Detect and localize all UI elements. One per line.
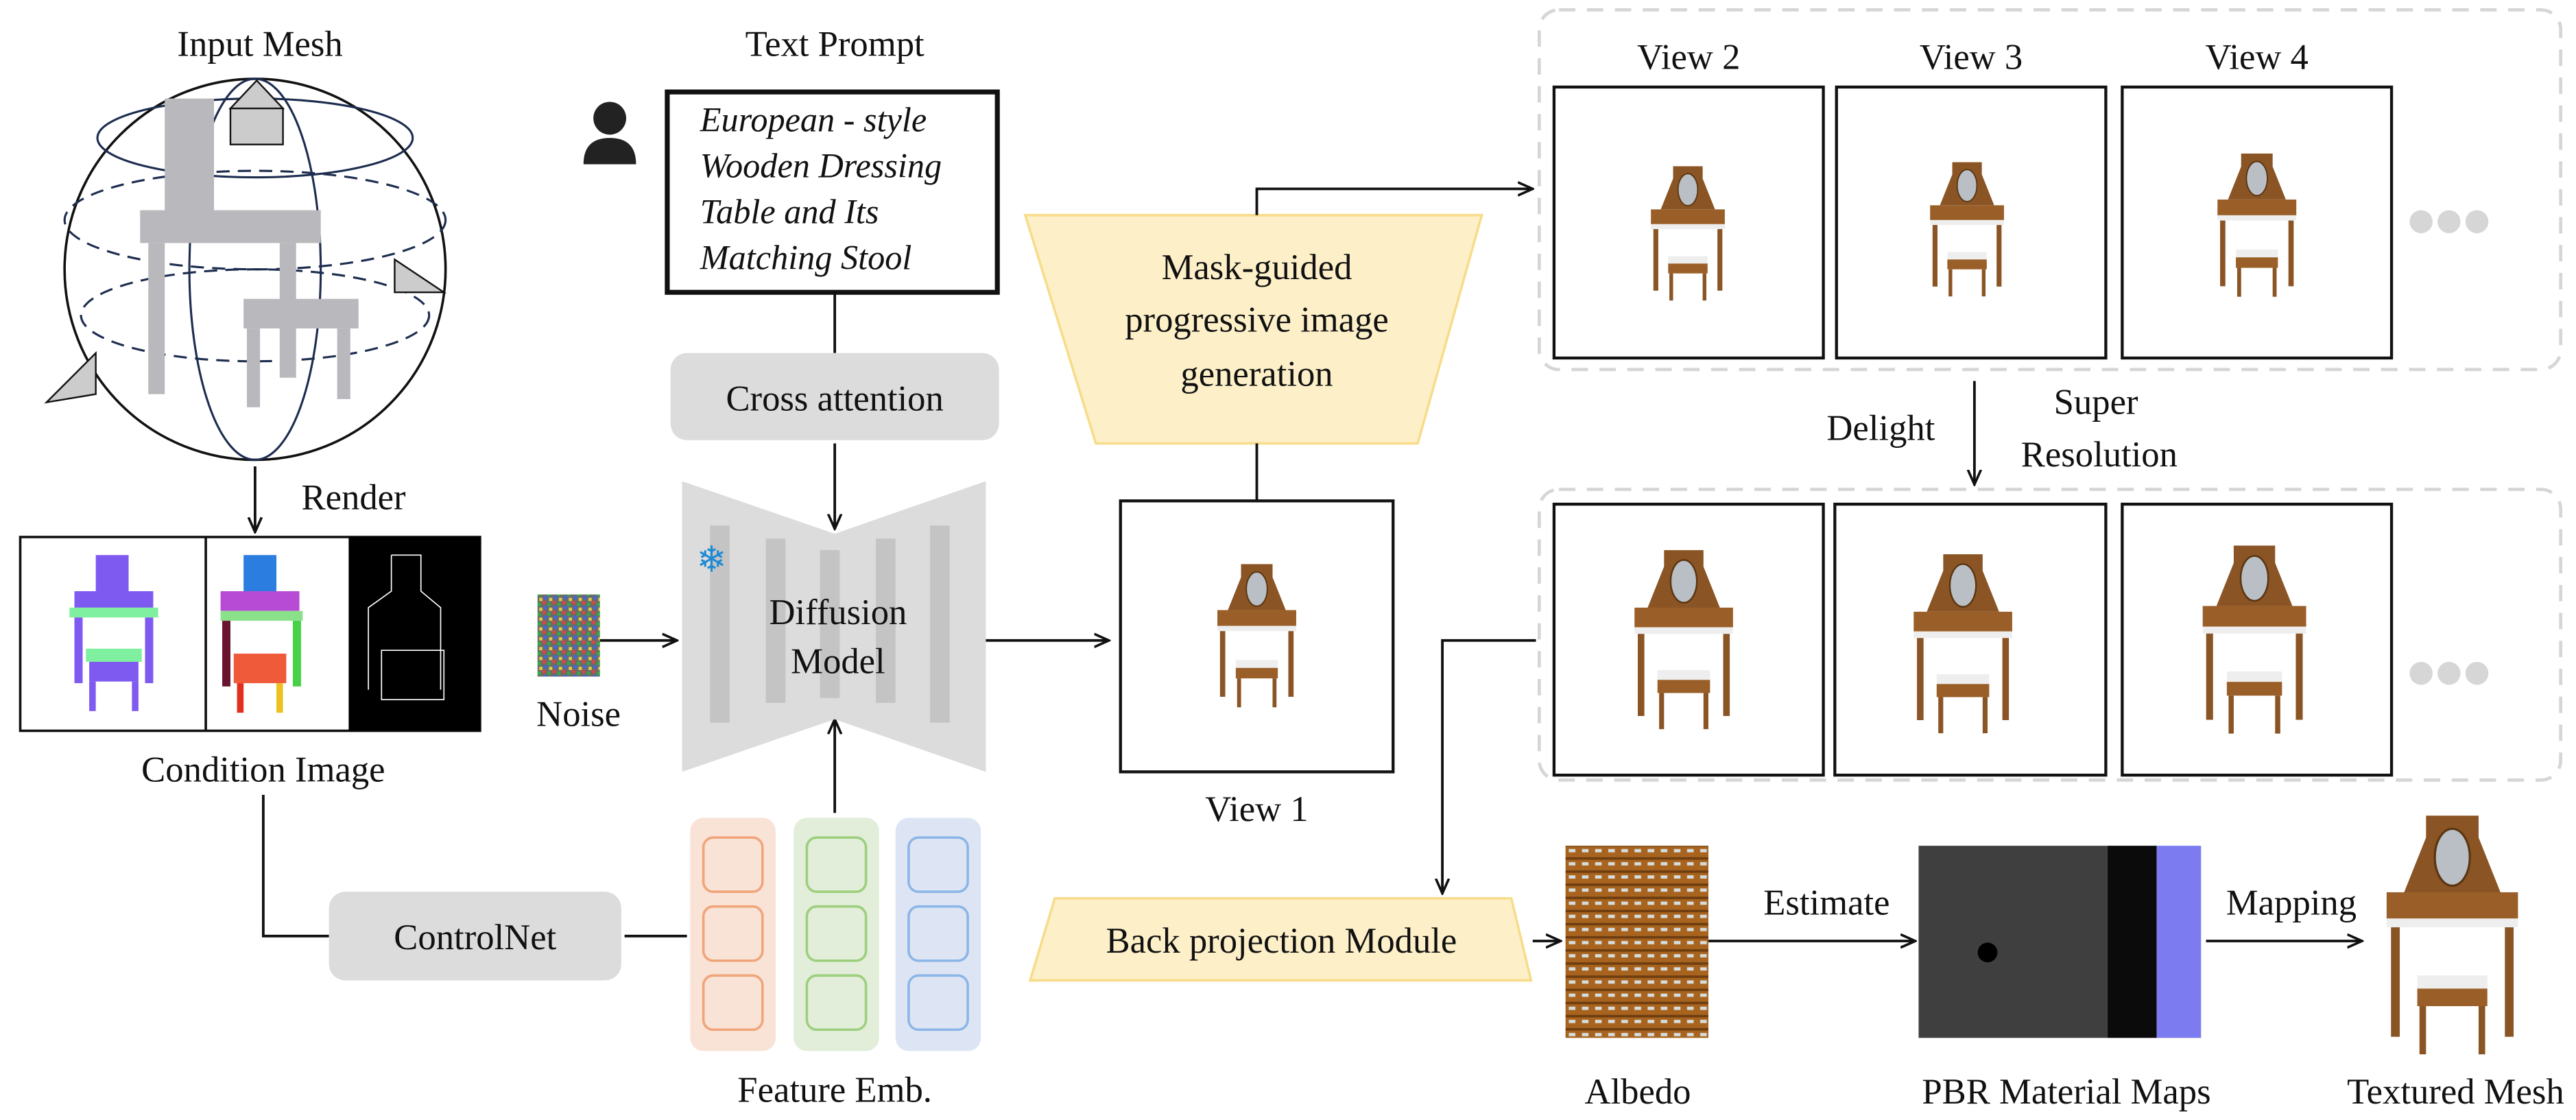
enhanced-view-4-image xyxy=(2121,502,2394,777)
view-1-label: View 1 xyxy=(1205,789,1308,829)
super-resolution-label-1: Super xyxy=(2054,382,2138,422)
condition-image-label: Condition Image xyxy=(141,750,385,790)
prompt-line-2: Wooden Dressing xyxy=(700,147,942,185)
delight-label: Delight xyxy=(1826,409,1935,449)
generated-views-group xyxy=(1537,8,2563,372)
more-enhanced-views-ellipsis xyxy=(2409,661,2489,685)
noise-label: Noise xyxy=(536,694,621,734)
cross-attention-block xyxy=(670,353,999,440)
enhanced-views-group xyxy=(1537,488,2563,782)
controlnet-block xyxy=(329,892,621,981)
input-mesh-sphere xyxy=(44,78,447,462)
text-prompt-box xyxy=(665,89,1000,295)
view-2-label: View 2 xyxy=(1637,38,1740,78)
feature-embeddings xyxy=(690,818,981,1051)
prompt-line-4: Matching Stool xyxy=(700,239,912,277)
controlnet-label: ControlNet xyxy=(394,918,556,957)
snowflake-icon: ❄ xyxy=(696,540,726,580)
albedo-label: Albedo xyxy=(1585,1072,1691,1112)
input-mesh-title: Input Mesh xyxy=(177,24,342,64)
more-views-ellipsis xyxy=(2409,210,2489,234)
view-4-image xyxy=(2121,85,2394,360)
prompt-line-1: European - style xyxy=(700,101,927,139)
pbr-material-maps-image xyxy=(1918,846,2202,1038)
mask-guided-line-3: generation xyxy=(1180,355,1333,394)
render-label: Render xyxy=(302,477,407,517)
albedo-image xyxy=(1565,846,1708,1038)
back-projection-block xyxy=(1028,896,1533,982)
view-1-image xyxy=(1119,499,1395,774)
view-4-label: View 4 xyxy=(2206,38,2309,78)
textured-mesh-label: Textured Mesh xyxy=(2347,1072,2564,1112)
mapping-label: Mapping xyxy=(2226,883,2357,923)
diffusion-label-1: Diffusion xyxy=(769,593,907,632)
estimate-label: Estimate xyxy=(1763,883,1889,923)
view-3-image xyxy=(1835,85,2108,360)
condition-image xyxy=(19,536,481,732)
view-2-image xyxy=(1552,85,1825,360)
camera-icon xyxy=(228,79,285,145)
person-icon xyxy=(583,102,636,165)
super-resolution-label-2: Resolution xyxy=(2021,435,2178,475)
enhanced-view-3-image xyxy=(1833,502,2108,777)
cross-attention-label: Cross attention xyxy=(726,379,943,419)
diffusion-label-2: Model xyxy=(791,642,885,682)
view-3-label: View 3 xyxy=(1920,38,2023,78)
mask-guided-block xyxy=(1023,213,1483,445)
mask-guided-line-2: progressive image xyxy=(1125,300,1389,340)
noise-image xyxy=(537,594,600,677)
diffusion-model xyxy=(682,481,986,772)
back-projection-label: Back projection Module xyxy=(1106,921,1457,961)
prompt-line-3: Table and Its xyxy=(700,193,879,231)
pbr-label: PBR Material Maps xyxy=(1922,1072,2210,1112)
mask-guided-line-1: Mask-guided xyxy=(1162,248,1352,287)
enhanced-view-2-image xyxy=(1552,502,1825,777)
text-prompt-title: Text Prompt xyxy=(746,24,925,64)
textured-mesh-image xyxy=(2385,814,2520,1056)
feature-emb-label: Feature Emb. xyxy=(737,1071,932,1110)
